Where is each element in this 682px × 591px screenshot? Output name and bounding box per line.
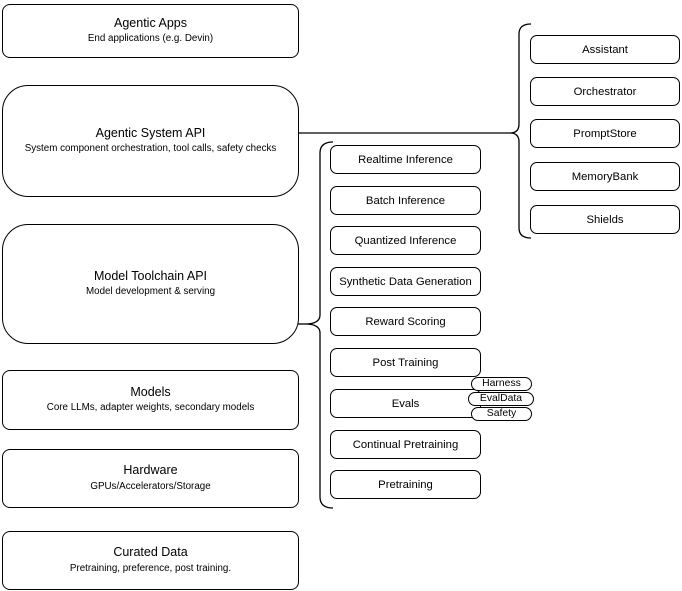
- node-post-training: Post Training: [330, 348, 481, 377]
- node-realtime-inference: Realtime Inference: [330, 145, 481, 174]
- brace-system-components: [509, 23, 532, 239]
- node-synthetic-data-generation: Synthetic Data Generation: [330, 267, 481, 296]
- node-assistant: Assistant: [530, 35, 680, 64]
- node-orchestrator: Orchestrator: [530, 77, 680, 106]
- pill-evaldata: EvalData: [468, 392, 534, 406]
- box-subtitle: Pretraining, preference, post training.: [69, 562, 232, 574]
- node-shields: Shields: [530, 205, 680, 234]
- pill-safety: Safety: [471, 407, 532, 421]
- node-promptstore: PromptStore: [530, 119, 680, 148]
- node-quantized-inference: Quantized Inference: [330, 226, 481, 255]
- box-agentic-apps: Agentic Apps End applications (e.g. Devi…: [2, 4, 299, 58]
- pill-harness: Harness: [471, 377, 532, 391]
- node-pretraining: Pretraining: [330, 470, 481, 499]
- node-memorybank: MemoryBank: [530, 162, 680, 191]
- box-subtitle: Model development & serving: [85, 286, 216, 298]
- box-model-toolchain-api: Model Toolchain API Model development & …: [2, 224, 299, 344]
- box-models: Models Core LLMs, adapter weights, secon…: [2, 370, 299, 430]
- box-title: Models: [130, 384, 171, 399]
- brace-toolchain-services: [304, 141, 334, 509]
- node-reward-scoring: Reward Scoring: [330, 307, 481, 336]
- node-evals: Evals: [330, 389, 481, 418]
- box-title: Hardware: [123, 463, 178, 478]
- node-batch-inference: Batch Inference: [330, 186, 481, 215]
- box-title: Curated Data: [113, 545, 188, 560]
- box-title: Model Toolchain API: [93, 268, 208, 283]
- box-subtitle: System component orchestration, tool cal…: [24, 143, 277, 155]
- box-agentic-system-api: Agentic System API System component orch…: [2, 85, 299, 197]
- box-title: Agentic System API: [95, 125, 206, 140]
- box-subtitle: End applications (e.g. Devin): [87, 33, 214, 45]
- box-subtitle: Core LLMs, adapter weights, secondary mo…: [46, 402, 255, 414]
- box-subtitle: GPUs/Accelerators/Storage: [90, 480, 211, 492]
- box-curated-data: Curated Data Pretraining, preference, po…: [2, 531, 299, 590]
- box-hardware: Hardware GPUs/Accelerators/Storage: [2, 449, 299, 508]
- box-title: Agentic Apps: [114, 15, 187, 30]
- node-continual-pretraining: Continual Pretraining: [330, 430, 481, 459]
